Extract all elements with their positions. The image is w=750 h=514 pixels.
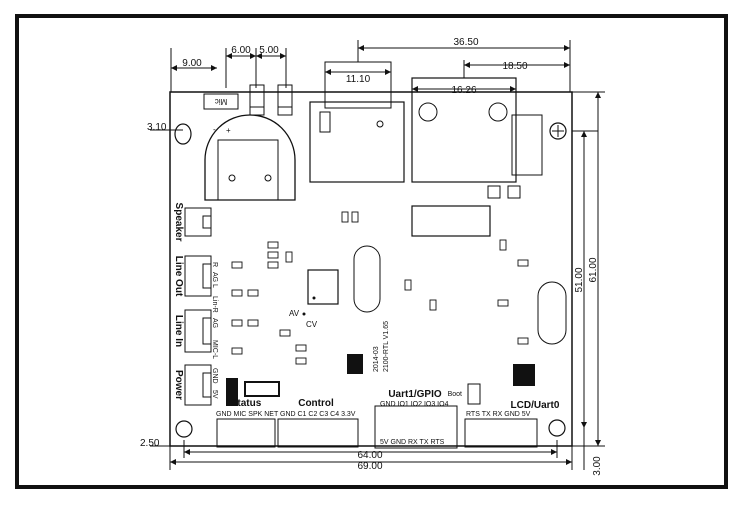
linein-r-pin: Lin-R — [211, 296, 218, 313]
line-in-connector — [184, 309, 212, 353]
uart1-gpio-label: Uart1/GPIO — [388, 389, 442, 400]
dimension-3-00: 3.00 — [592, 456, 603, 476]
mic-component: Mic — [203, 93, 239, 110]
speaker-label: Speaker — [173, 203, 184, 242]
dimension-6-00: 6.00 — [231, 45, 251, 56]
flash-chip — [411, 205, 491, 237]
uart1-pin-labels: 5V GND RX TX RTS — [380, 439, 445, 446]
lineout-r-pin: R — [211, 262, 218, 267]
boot-label: Boot — [448, 391, 462, 398]
crystal-main — [353, 245, 381, 313]
av-label: AV — [289, 309, 300, 318]
lineout-l-pin: L — [211, 284, 218, 288]
status-switch — [226, 378, 280, 406]
dimension-16-26: 16.26 — [451, 85, 476, 96]
gpio-pin-labels: GND IO1 IO2 IO3 IO4 — [380, 401, 449, 408]
date-code-label: 2014-03 — [373, 346, 380, 372]
dimension-3-10: 3.10 — [147, 122, 167, 133]
dimension-arrows — [170, 45, 601, 465]
line-out-connector — [184, 255, 212, 297]
uart1-gpio-header — [374, 405, 458, 449]
status-header — [216, 418, 276, 448]
boot-button — [467, 383, 481, 405]
smd-components — [231, 211, 529, 365]
dimension-64-00: 64.00 — [357, 450, 382, 461]
transistor-block — [347, 354, 535, 386]
line-in-label: Line In — [173, 315, 184, 347]
status-label: Status — [231, 398, 262, 409]
lcd-pin-labels: RTS TX RX GND 5V — [466, 411, 531, 418]
linein-mic-pin: MIC-L — [211, 340, 218, 359]
dimension-18-50: 18.50 — [502, 61, 527, 72]
polarity-minus-label: - — [213, 125, 216, 134]
mounting-hole-top-right — [549, 122, 567, 140]
dimension-5-00: 5.00 — [259, 45, 279, 56]
crystal-right — [537, 281, 567, 345]
status-pin-labels: GND MIC SPK NET — [216, 411, 279, 418]
lineout-ag-pin: AG — [211, 272, 218, 282]
mic-label: Mic — [215, 97, 227, 106]
power-connector — [184, 364, 212, 406]
main-soc — [307, 269, 339, 305]
lcd-uart0-header — [464, 418, 538, 448]
model-label: 2100-RTL V1.65 — [383, 321, 390, 372]
dimension-9-00: 9.00 — [182, 58, 202, 69]
mounting-hole-bottom-right — [548, 419, 566, 437]
power-5v-pin: 5V — [211, 390, 218, 399]
mounting-hole-top-left — [174, 123, 192, 145]
speaker-connector — [184, 207, 212, 237]
led-2 — [277, 84, 293, 116]
linein-ag-pin: AG — [211, 318, 218, 328]
dimension-51-00: 51.00 — [574, 267, 585, 292]
power-label: Power — [173, 370, 184, 400]
mounting-hole-bottom-left — [175, 420, 193, 438]
dimension-11-10: 11.10 — [346, 74, 371, 85]
control-label: Control — [298, 398, 334, 409]
control-header — [277, 418, 359, 448]
line-out-label: Line Out — [173, 256, 184, 297]
polarity-plus-label: + — [226, 126, 231, 135]
dimension-61-00: 61.00 — [588, 257, 599, 282]
dimension-36-50: 36.50 — [453, 37, 478, 48]
lcd-uart0-label: LCD/Uart0 — [511, 400, 560, 411]
dimension-lines — [150, 40, 605, 470]
control-pin-labels: GND C1 C2 C3 C4 3.3V — [280, 411, 356, 418]
battery-holder: - + — [204, 114, 296, 201]
power-gnd-pin: GND — [211, 368, 218, 384]
dimension-2-50: 2.50 — [140, 438, 160, 449]
cv-label: CV — [306, 320, 318, 329]
av-dot — [302, 312, 306, 316]
dimension-69-00: 69.00 — [357, 461, 382, 472]
